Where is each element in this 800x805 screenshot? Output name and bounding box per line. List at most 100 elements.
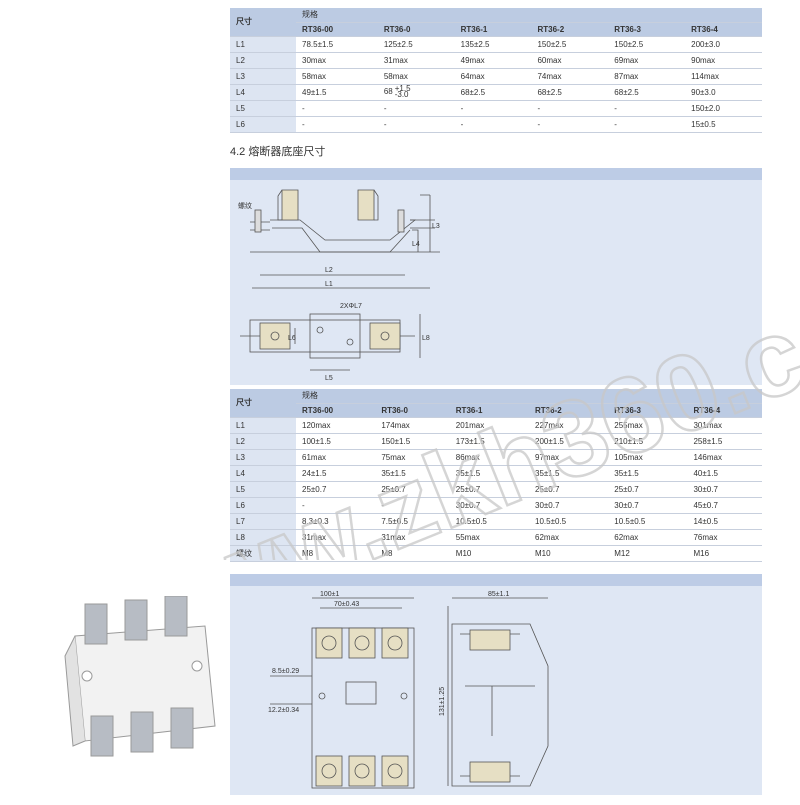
value-text: 31max [383, 55, 408, 65]
value-text: 58max [302, 71, 327, 81]
row-label-cell: L3 [230, 68, 296, 85]
value-cell: 90±3.0 [685, 84, 762, 101]
value-text: 10.5±0.5 [614, 516, 646, 526]
value-cell: - [454, 116, 532, 133]
diagram-panel-three-pole: 100±1 70±0.43 8.5±0.29 12.2±0.34 85±1.1 … [230, 574, 762, 795]
side-profile-view [447, 597, 549, 787]
value-cell: 8.3±0.3 [296, 513, 376, 530]
value-cell: 10.5±0.5 [529, 513, 609, 530]
spec-header-cell: 规格 [296, 389, 762, 404]
value-cell: 150±1.5 [375, 433, 450, 450]
value-text: 35±1.5 [455, 468, 481, 478]
value-cell: 174max [375, 417, 450, 434]
value-cell: 30max [296, 52, 378, 69]
value-cell: 25±0.7 [375, 481, 450, 498]
value-text: 10.5±0.5 [455, 516, 487, 526]
value-text: - [537, 119, 541, 129]
value-text: M16 [693, 548, 710, 558]
value-text: 258±1.5 [693, 436, 723, 446]
dim-label-l5: L5 [325, 375, 333, 382]
value-text: - [383, 119, 387, 129]
value-text: 174max [381, 420, 410, 430]
value-text: 227max [535, 420, 564, 430]
value-cell: 120max [296, 417, 376, 434]
value-cell: 30±0.7 [529, 497, 609, 514]
value-text: 173±1.5 [455, 436, 485, 446]
value-text: M8 [381, 548, 393, 558]
value-cell: 258±1.5 [687, 433, 762, 450]
value-cell: 68±2.5 [608, 84, 686, 101]
value-text: 105max [614, 452, 643, 462]
row-label-cell: L2 [230, 433, 296, 450]
value-text: 255max [614, 420, 643, 430]
value-text: 150±2.5 [537, 39, 567, 49]
row-label-cell: L8 [230, 529, 296, 546]
value-cell: 114max [685, 68, 762, 85]
value-text: 55max [455, 532, 480, 542]
value-text: 114max [691, 71, 719, 81]
value-text: 64max [460, 71, 485, 81]
three-pole-drawing: 100±1 70±0.43 8.5±0.29 12.2±0.34 85±1.1 … [268, 591, 549, 789]
value-cell: 125±2.5 [377, 36, 455, 53]
value-cell: 24±1.5 [296, 465, 376, 482]
dim-height: 131±1.25 [439, 687, 446, 716]
value-cell: 25±0.7 [449, 481, 530, 498]
value-cell: - [377, 116, 455, 133]
value-text: 30±0.7 [614, 500, 639, 510]
dim-label-l1: L1 [325, 281, 333, 288]
value-text: 200±3.0 [691, 39, 720, 49]
value-text: 49±1.5 [302, 87, 327, 97]
value-text: 90max [691, 55, 716, 65]
dim-width-inner: 70±0.43 [334, 601, 359, 608]
tol-plus: +1.5 [394, 84, 411, 93]
value-text: 60max [537, 55, 562, 65]
value-text: 25±0.7 [381, 484, 406, 494]
value-cell: 15±0.5 [685, 116, 762, 133]
value-cell: 135±2.5 [454, 36, 532, 53]
value-cell: 30±0.7 [687, 481, 762, 498]
value-text: 25±0.7 [455, 484, 481, 494]
value-cell: 200±1.5 [529, 433, 609, 450]
value-text: M10 [535, 548, 551, 558]
value-text: 78.5±1.5 [302, 39, 334, 49]
value-text: - [302, 103, 305, 113]
value-cell: 201max [449, 417, 530, 434]
value-cell: - [296, 116, 378, 133]
value-text: 90±3.0 [691, 87, 716, 97]
dim-label-l2: L2 [325, 267, 333, 274]
value-cell: 146max [687, 449, 762, 466]
value-cell: 105max [608, 449, 688, 466]
value-text: - [460, 119, 464, 129]
model-col-header: RT36-4 [685, 22, 762, 37]
value-cell: 49max [454, 52, 532, 69]
value-cell: M12 [608, 545, 688, 562]
value-text: 97max [535, 452, 560, 462]
value-cell: 14±0.5 [687, 513, 762, 530]
value-text: 68 [383, 87, 393, 97]
value-cell: 74max [531, 68, 609, 85]
value-text: 35±1.5 [381, 468, 406, 478]
value-text: 69max [614, 55, 639, 65]
value-cell: 58max [296, 68, 378, 85]
value-text: 31max [381, 532, 406, 542]
value-cell: 76max [687, 529, 762, 546]
value-text: 68±2.5 [614, 87, 639, 97]
value-text: 150±2.5 [614, 39, 644, 49]
value-cell: - [608, 100, 686, 117]
value-cell: 87max [608, 68, 686, 85]
model-col-header: RT36-00 [296, 22, 378, 37]
model-col-header: RT36-2 [531, 22, 609, 37]
value-text: M10 [455, 548, 472, 558]
value-text: 146max [693, 452, 722, 462]
value-cell: 55max [449, 529, 530, 546]
value-cell: 60max [531, 52, 609, 69]
value-cell: 75max [375, 449, 450, 466]
row-label-cell: L5 [230, 100, 296, 117]
value-text: 61max [302, 452, 327, 462]
